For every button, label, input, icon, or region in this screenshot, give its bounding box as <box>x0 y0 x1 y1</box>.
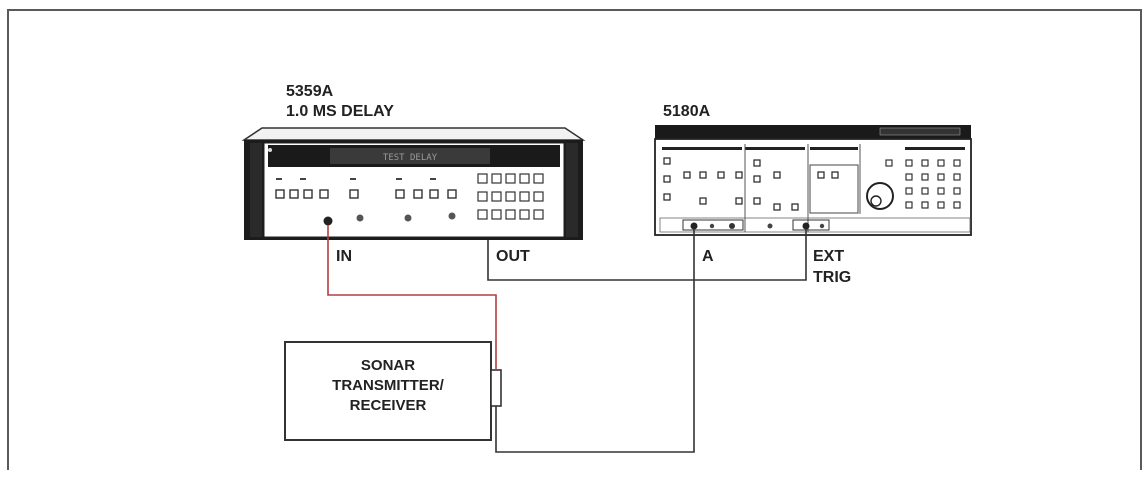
delay-generator-display <box>330 148 490 164</box>
analyzer-input-a-group <box>682 219 744 231</box>
analyzer-button-grid <box>885 159 961 209</box>
delay-generator-right-handle <box>566 143 578 237</box>
delay-generator-power-led <box>268 148 272 152</box>
port-a-label: A <box>702 248 714 265</box>
delay-generator-switch-row <box>275 189 457 199</box>
delay-generator-indicators <box>276 178 436 180</box>
port-in-label: IN <box>336 248 352 265</box>
port-ext-trig-label-line1: EXT <box>813 248 844 265</box>
delay-generator-keypad <box>477 173 544 220</box>
sonar-label-line2: TRANSMITTER/ <box>332 377 444 394</box>
wire-out-to-ext-trig <box>487 230 807 281</box>
sonar-box <box>284 341 492 441</box>
analyzer-knob-center <box>870 195 882 207</box>
analyzer-instrument <box>654 125 972 236</box>
analyzer-tuning-knob <box>866 182 894 210</box>
analyzer-input-a-control-1 <box>709 223 715 229</box>
sonar-label-line3: RECEIVER <box>350 397 427 414</box>
delay-generator-top <box>241 127 586 141</box>
analyzer-buttons <box>663 157 839 211</box>
delay-generator-model-label: 5359A <box>286 83 334 100</box>
analyzer-input-a-control-2 <box>729 223 735 229</box>
analyzer-panel <box>654 138 972 236</box>
wire-sonar-to-input-a <box>495 230 695 453</box>
delay-generator-knob-3 <box>448 212 456 220</box>
analyzer-input-strip <box>659 217 971 233</box>
sonar-label-line1: SONAR <box>361 357 415 374</box>
delay-generator-knob-2 <box>404 214 412 222</box>
port-ext-trig-label-line2: TRIG <box>813 269 851 286</box>
analyzer-model-label: 5180A <box>663 103 711 120</box>
figure-frame <box>7 9 1142 470</box>
delay-generator-setting-label: 1.0 MS DELAY <box>286 103 394 120</box>
delay-generator-instrument: TEST DELAY <box>241 127 586 240</box>
analyzer-ext-trig-control <box>819 223 825 229</box>
analyzer-ext-trig-group <box>792 219 830 231</box>
delay-generator-in-connector <box>323 216 333 226</box>
analyzer-section-headers <box>662 147 965 150</box>
analyzer-ext-trig-connector <box>802 222 810 230</box>
delay-generator-display-text: TEST DELAY <box>383 153 438 163</box>
port-out-label: OUT <box>496 248 530 265</box>
analyzer-input-b-control <box>767 223 773 229</box>
analyzer-badge <box>879 127 961 136</box>
analyzer-display-window <box>809 164 859 214</box>
analyzer-input-a-connector <box>690 222 698 230</box>
sonar-connector <box>490 369 502 407</box>
wire-in-to-sonar <box>327 225 497 370</box>
delay-generator-left-handle <box>250 143 262 237</box>
delay-generator-knob-1 <box>356 214 364 222</box>
